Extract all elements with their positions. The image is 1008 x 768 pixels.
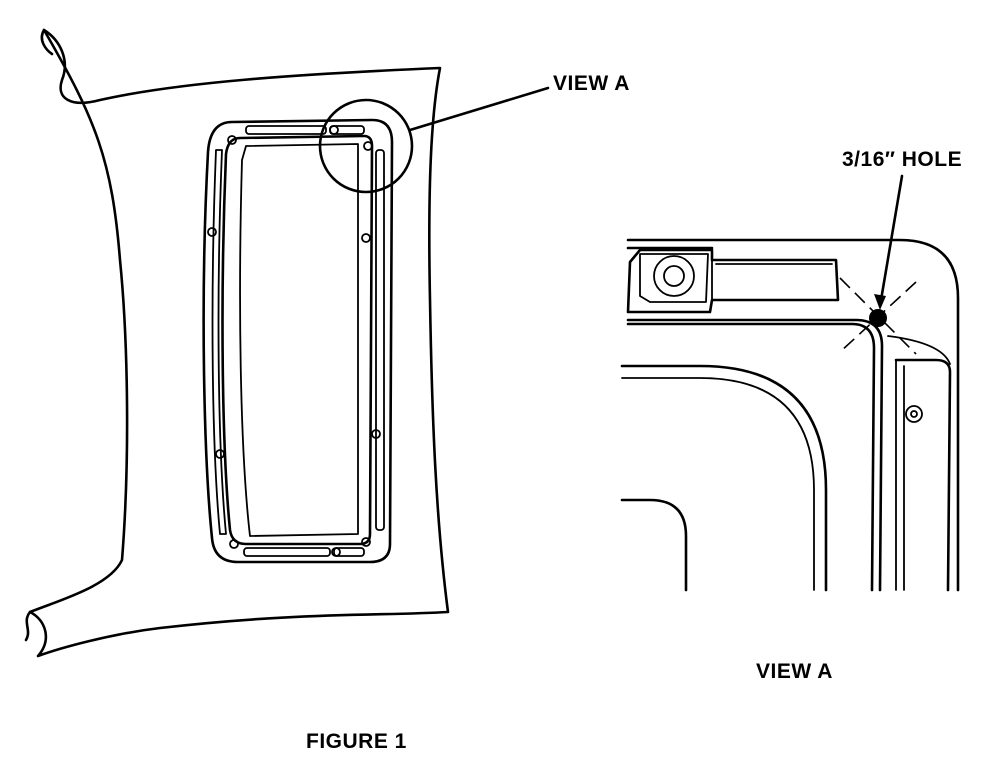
corner-radius-edge bbox=[887, 335, 951, 365]
view-a-detail-circle bbox=[318, 98, 414, 194]
hole-leader-arrowhead bbox=[874, 294, 886, 310]
fastener-hole bbox=[207, 227, 217, 237]
top-slot-right bbox=[329, 125, 365, 135]
left-rail bbox=[211, 149, 227, 535]
opening-arc-outer bbox=[620, 364, 828, 592]
upper-channel-inner bbox=[711, 259, 833, 301]
panel-outline bbox=[28, 28, 450, 658]
fastener-hole bbox=[215, 449, 225, 459]
right-rail bbox=[375, 149, 385, 531]
fastener-hole bbox=[361, 537, 371, 547]
view-a-leader-line bbox=[408, 86, 550, 132]
fastener-hole bbox=[229, 539, 239, 549]
hole-size-label: 3/16″ HOLE bbox=[842, 148, 963, 171]
rail-fastener-inner bbox=[910, 410, 918, 418]
opening-edge bbox=[239, 143, 359, 537]
figure-caption: FIGURE 1 bbox=[306, 730, 407, 753]
opening-arc-mid bbox=[621, 377, 815, 591]
fastener-hole bbox=[227, 135, 237, 145]
corner-flange-outer bbox=[626, 238, 960, 592]
opening-arc-inner bbox=[620, 498, 688, 592]
grommet-ring bbox=[653, 255, 695, 297]
upper-channel bbox=[626, 248, 840, 314]
break-line-bottom bbox=[24, 610, 32, 642]
rail-fastener-outer bbox=[905, 405, 923, 423]
fastener-hole bbox=[371, 429, 381, 439]
view-a-detail bbox=[620, 174, 960, 592]
top-slot bbox=[245, 125, 327, 135]
fastener-hole bbox=[331, 547, 341, 557]
panel-overview bbox=[24, 28, 550, 658]
view-a-caption: VIEW A bbox=[756, 660, 833, 683]
fastener-hole bbox=[363, 141, 373, 151]
view-a-callout-label: VIEW A bbox=[553, 72, 630, 95]
grommet-center bbox=[663, 265, 685, 287]
right-side-channel-edge bbox=[895, 359, 905, 591]
opening-frame-outer bbox=[202, 118, 394, 564]
drill-hole-marker bbox=[869, 309, 887, 327]
fastener-hole bbox=[329, 125, 339, 135]
right-side-channel bbox=[894, 358, 952, 592]
grommet-housing bbox=[639, 253, 709, 303]
inner-corner-flange bbox=[626, 318, 884, 592]
inner-corner-flange-2 bbox=[626, 322, 876, 592]
hole-leader-line bbox=[878, 174, 904, 308]
break-line-top bbox=[40, 28, 54, 56]
fastener-hole bbox=[361, 233, 371, 243]
bottom-slot-right bbox=[333, 547, 365, 557]
bottom-slot bbox=[243, 547, 331, 557]
